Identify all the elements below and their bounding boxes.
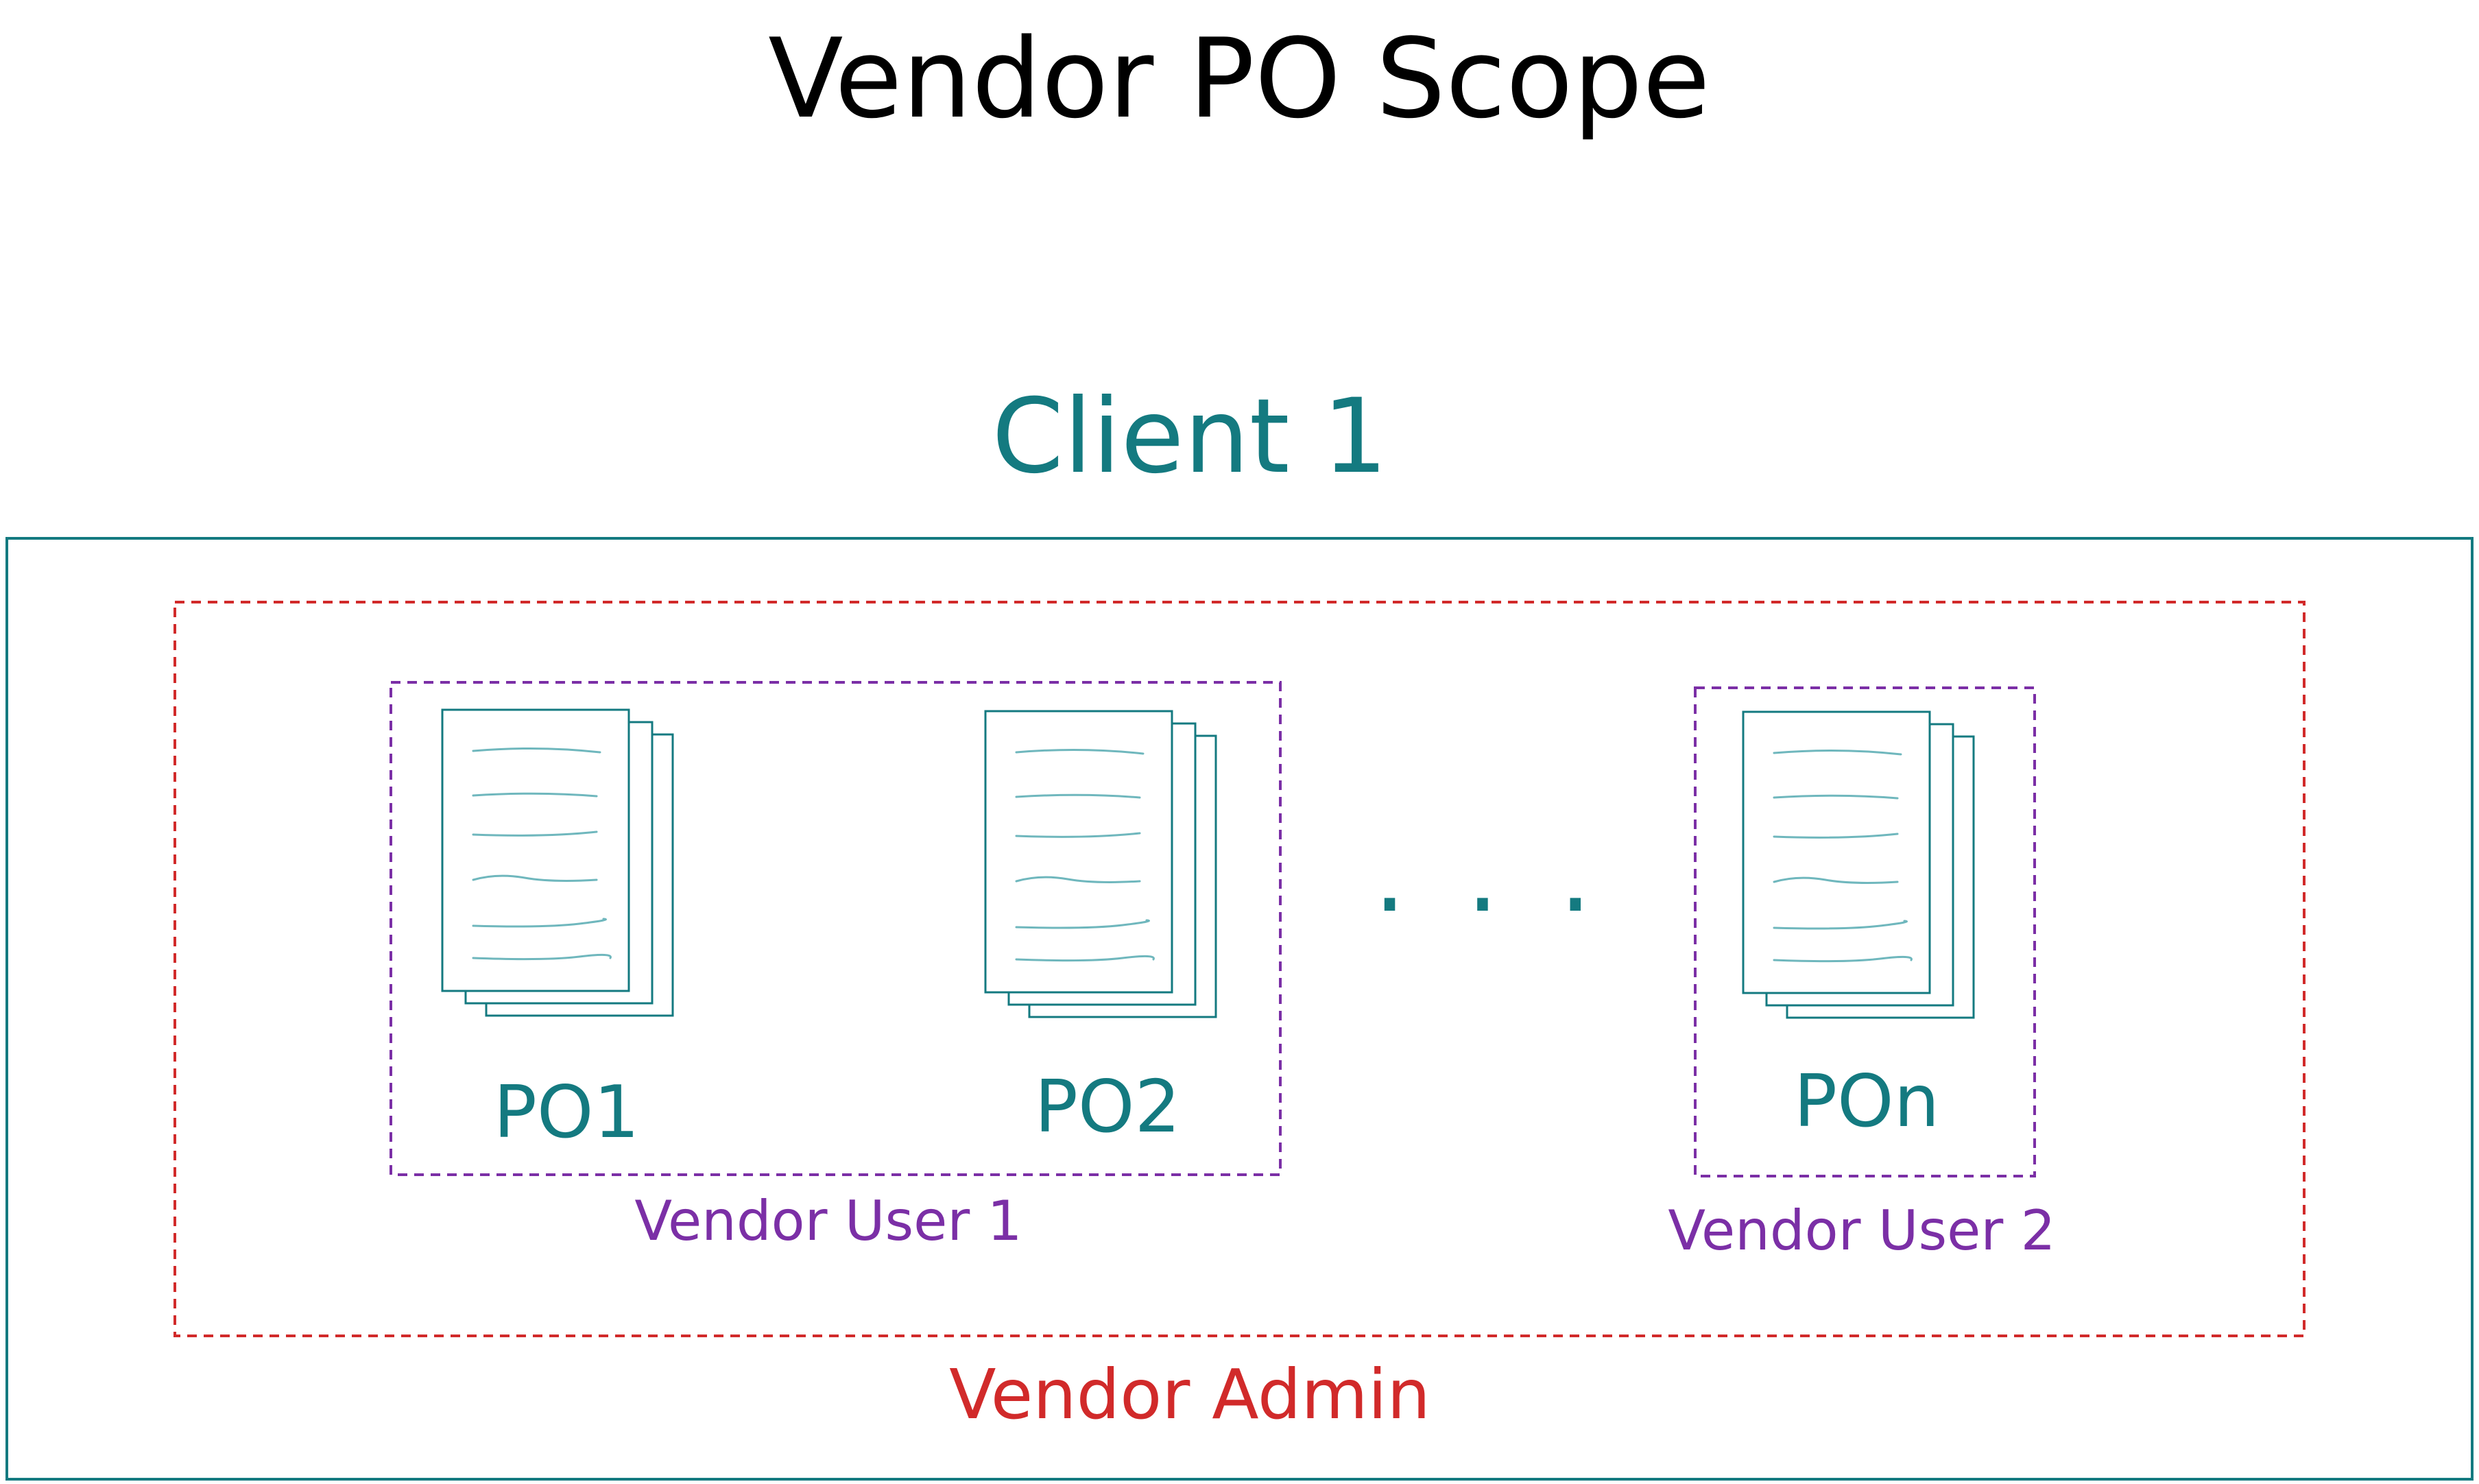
vendor-user-1-label: Vendor User 1 xyxy=(634,1189,1022,1253)
po-label: PO2 xyxy=(1035,1065,1181,1149)
document-stack-icon xyxy=(1742,710,1975,1019)
po-label: PO1 xyxy=(494,1070,640,1154)
document-stack-icon xyxy=(984,710,1217,1018)
vendor-user-1-boundary xyxy=(390,681,1282,1176)
client-frame xyxy=(5,537,2474,1481)
diagram-title: Vendor PO Scope xyxy=(768,14,1710,143)
client-label: Client 1 xyxy=(992,377,1387,496)
vendor-user-2-label: Vendor User 2 xyxy=(1668,1199,2055,1262)
ellipsis: . . . xyxy=(1374,816,1605,935)
vendor-admin-label: Vendor Admin xyxy=(949,1354,1430,1435)
document-stack-icon xyxy=(441,708,674,1017)
po-label: POn xyxy=(1794,1060,1940,1143)
vendor-user-2-boundary xyxy=(1694,686,2036,1177)
